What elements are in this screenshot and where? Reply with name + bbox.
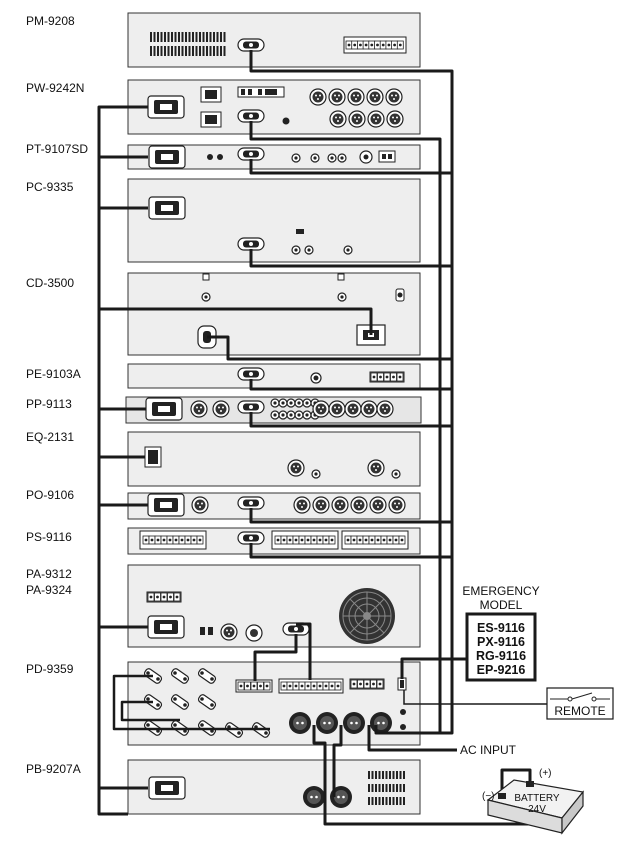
unit-ps9116	[127, 527, 421, 555]
label-eq2131: EQ-2131	[26, 430, 74, 444]
unit-pt9107sd	[127, 144, 421, 170]
label-pm9208: PM-9208	[26, 14, 75, 28]
emergency-model-0: ES-9116	[477, 621, 525, 635]
emergency-title-line1: EMERGENCY	[462, 584, 539, 598]
emergency-model-box: EMERGENCY MODEL ES-9116 PX-9116 RG-9116 …	[462, 584, 540, 682]
battery-label-line2: 24V	[528, 804, 546, 815]
unit-pb9207a	[127, 759, 421, 815]
unit-pc9335	[127, 178, 421, 263]
ac-input-label: AC INPUT	[460, 743, 517, 757]
unit-pw9242n	[127, 79, 421, 135]
cables	[97, 50, 547, 826]
unit-pa9312-pa9324	[127, 564, 421, 648]
label-cd3500: CD-3500	[26, 276, 74, 290]
emergency-model-3: EP-9216	[477, 663, 526, 677]
emergency-title-line2: MODEL	[480, 598, 523, 612]
label-pe9103a: PE-9103A	[26, 367, 81, 381]
label-pd9359: PD-9359	[26, 662, 74, 676]
remote-switch-box: REMOTE	[546, 687, 614, 720]
label-pa9312: PA-9312	[26, 567, 72, 581]
unit-pm9208	[127, 12, 421, 68]
label-pp9113: PP-9113	[26, 397, 72, 411]
battery-minus-label: (−)	[482, 791, 495, 802]
battery-label-line1: BATTERY	[514, 793, 560, 804]
speaker-terminal-block	[343, 36, 407, 54]
ac-outlet-pair	[200, 86, 222, 128]
label-pw9242n: PW-9242N	[26, 81, 84, 95]
label-pc9335: PC-9335	[26, 180, 74, 194]
emergency-model-2: RG-9116	[476, 649, 526, 663]
dip-switch	[237, 86, 285, 98]
unit-pd9359	[127, 661, 421, 746]
unit-po9106	[127, 492, 421, 520]
power-inlet-icon	[147, 95, 185, 119]
battery-icon: (+) (−) BATTERY 24V	[482, 768, 585, 835]
label-pb9207a: PB-9207A	[26, 762, 81, 776]
battery-plus-label: (+)	[539, 768, 552, 779]
label-po9106: PO-9106	[26, 488, 74, 502]
unit-cd3500	[127, 272, 421, 356]
fan-grille-icon	[339, 588, 395, 644]
label-ps9116: PS-9116	[26, 530, 72, 544]
vent-slots	[150, 32, 226, 56]
label-pt9107sd: PT-9107SD	[26, 142, 88, 156]
unit-eq2131	[127, 431, 421, 487]
label-pa9324: PA-9324	[26, 583, 72, 597]
remote-label: REMOTE	[554, 704, 605, 718]
unit-pp9113	[125, 396, 422, 424]
emergency-model-1: PX-9116	[477, 635, 525, 649]
unit-pe9103a	[127, 363, 421, 389]
